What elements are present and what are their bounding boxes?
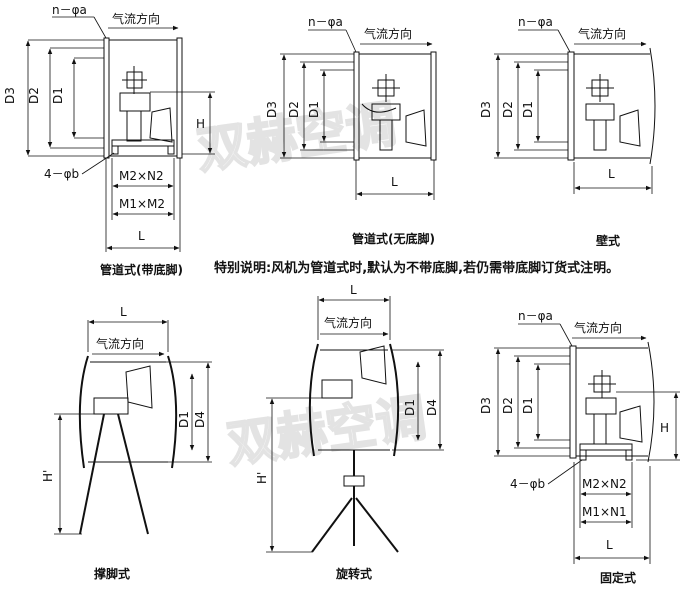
- label-airflow: 气流方向: [112, 11, 160, 26]
- support-leg: [117, 413, 149, 535]
- dim-l: L: [608, 167, 615, 181]
- diagram-duct-with-feet: D3 D2 D1 H n－φa 气流方向 4－φb M2×N2 M1×M2 L …: [3, 3, 215, 277]
- label-airflow: 气流方向: [96, 336, 144, 351]
- label-airflow: 气流方向: [578, 26, 626, 41]
- outlet-bellmouth: [649, 47, 656, 165]
- impeller-blade: [405, 109, 427, 147]
- dim-d2: D2: [501, 101, 515, 118]
- dim-d4: D4: [425, 399, 439, 416]
- dim-h-prime: H': [41, 470, 55, 482]
- inlet-flange: [569, 345, 577, 459]
- impeller-blade: [125, 365, 153, 409]
- outlet-bellmouth: [389, 343, 400, 457]
- dim-d2: D2: [27, 87, 41, 104]
- dim-d1: D1: [51, 87, 65, 104]
- dim-d1: D1: [403, 399, 417, 416]
- dim-d2: D2: [501, 397, 515, 414]
- label-airflow: 气流方向: [574, 320, 622, 335]
- diagram-tripod: L 气流方向 D1 D4 H' 撑脚式: [41, 305, 212, 581]
- dim-l: L: [350, 283, 357, 297]
- diagram-rotary: L 气流方向 D1 D4 H' 旋转式: [255, 283, 444, 581]
- impeller-blade: [619, 405, 643, 443]
- swivel-head: [343, 475, 365, 487]
- outlet-bellmouth: [167, 355, 178, 469]
- impeller-blade: [359, 345, 387, 385]
- label-airflow: 气流方向: [364, 26, 412, 41]
- label-holes-bottom: 4－φb: [44, 167, 79, 181]
- support-leg: [79, 413, 105, 535]
- label-holes-top: n－φa: [308, 15, 343, 29]
- dim-l: L: [138, 229, 145, 243]
- dim-d3: D3: [265, 101, 279, 118]
- dim-m1m2: M1×M2: [119, 197, 165, 211]
- dim-m2n2: M2×N2: [582, 477, 627, 491]
- caption-duct-no-feet: 管道式(无底脚): [352, 231, 435, 246]
- dim-d1: D1: [307, 101, 321, 118]
- label-holes-top: n－φa: [518, 15, 553, 29]
- dim-d3: D3: [3, 87, 17, 104]
- motor-body: [93, 397, 129, 415]
- support-leg: [311, 497, 353, 553]
- impeller-blade: [619, 109, 641, 147]
- label-holes-bottom: 4－φb: [510, 477, 545, 491]
- dim-h: H: [660, 421, 669, 435]
- dim-d4: D4: [193, 411, 207, 428]
- diagram-duct-no-feet: D3 D2 D1 n－φa 气流方向 L 管道式(无底脚): [265, 15, 437, 246]
- dim-d3: D3: [479, 397, 493, 414]
- dim-d2: D2: [287, 101, 301, 118]
- dim-d1: D1: [521, 101, 535, 118]
- dim-d1: D1: [177, 411, 191, 428]
- diagram-wall: D3 D2 D1 n－φa 气流方向 L 壁式: [479, 15, 656, 248]
- dim-l: L: [606, 538, 613, 552]
- outlet-flange: [176, 37, 183, 159]
- outlet-flange: [430, 51, 437, 161]
- caption-tripod: 撑脚式: [94, 566, 130, 581]
- inlet-flange: [103, 37, 110, 159]
- mounting-base: [579, 443, 633, 451]
- dim-h: H: [196, 117, 205, 131]
- inlet-bellmouth: [78, 355, 89, 469]
- dim-d1: D1: [521, 397, 535, 414]
- motor-body: [585, 397, 617, 415]
- dim-l: L: [391, 175, 398, 189]
- motor-body: [321, 379, 353, 399]
- diagram-fixed: D3 D2 D1 H n－φa 气流方向 4－φb M2×N2 M1×N1 L …: [479, 309, 680, 585]
- caption-rotary: 旋转式: [335, 566, 372, 581]
- caption-duct-with-feet: 管道式(带底脚): [100, 262, 183, 277]
- outlet-bellmouth: [647, 341, 655, 463]
- caption-fixed: 固定式: [600, 570, 636, 585]
- motor-body: [119, 92, 151, 112]
- label-holes-top: n－φa: [52, 3, 87, 17]
- label-holes-top: n－φa: [518, 309, 553, 323]
- dim-d3: D3: [479, 101, 493, 118]
- mounting-base: [111, 139, 175, 147]
- dim-h-prime: H': [255, 472, 269, 484]
- dim-m2n2: M2×N2: [119, 169, 164, 183]
- inlet-flange: [353, 51, 360, 161]
- dim-m1n1: M1×N1: [582, 505, 627, 519]
- caption-wall: 壁式: [596, 233, 620, 248]
- wall-flange: [567, 51, 575, 161]
- dim-l: L: [120, 305, 127, 319]
- support-leg: [355, 497, 399, 553]
- motor-body: [585, 103, 615, 121]
- label-airflow: 气流方向: [324, 315, 372, 330]
- impeller-blade: [149, 107, 173, 143]
- special-note: 特别说明:风机为管道式时,默认为不带底脚,若仍需带底脚订货式注明。: [214, 260, 619, 276]
